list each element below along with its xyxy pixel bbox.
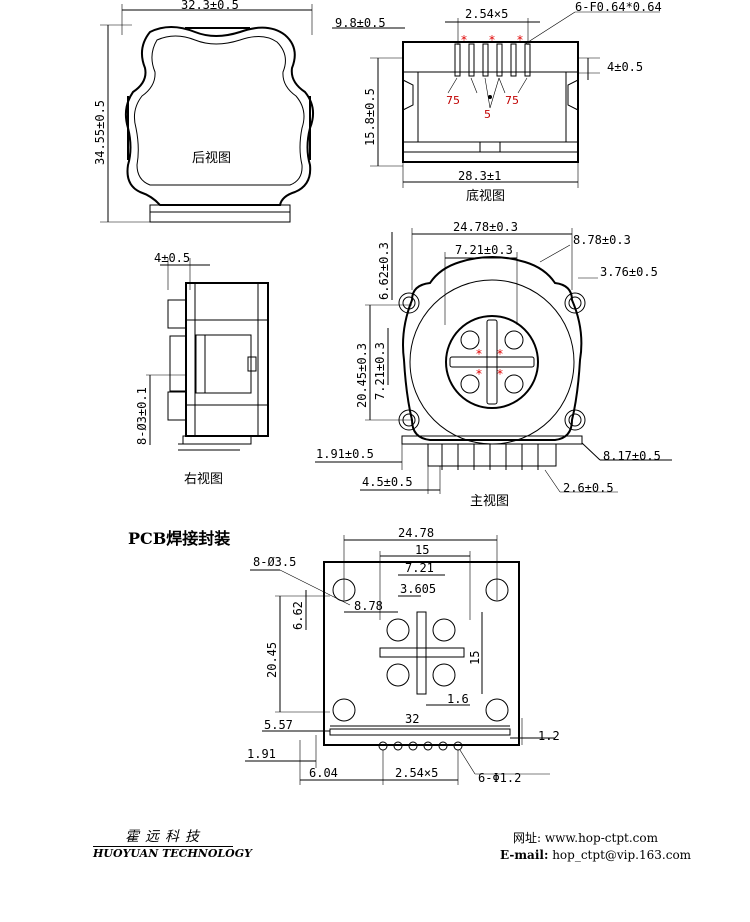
back-view-outline [124,26,315,206]
bottom-283-dim: 28.3±1 [458,169,501,183]
pad [386,663,410,687]
bottom-75a: 75 [446,94,460,107]
bottom-pitch-dim: 2.54×5 [465,7,508,21]
email-label: E-mail: [500,848,549,862]
bottom-5: 5 [484,108,491,121]
front-45-dim: 4.5±0.5 [362,475,413,489]
pcb-footprint: PCB焊接封装 24.78 15 8-Ø3.5 7.21 3.605 8.78 … [128,526,560,785]
front-878-dim: 8.78±0.3 [573,233,631,247]
pcb-662-dim: 6.62 [291,601,305,630]
front-view-label: 主视图 [470,494,509,509]
pcb-32-dim: 32 [405,712,419,726]
svg-text:*: * [489,33,495,47]
pcb-878-dim: 8.78 [354,599,383,613]
pcb-15v-dim: 15 [468,651,482,665]
pin-hole [408,741,418,751]
pad [432,663,456,687]
slot-h [379,647,465,658]
brand-chinese: 霍远科技 [125,829,205,845]
pcb-title: PCB焊接封装 [128,529,230,548]
pcb-12-dim: 1.2 [538,729,560,743]
pcb-557-dim: 5.57 [264,718,293,732]
pcb-16-dim: 1.6 [447,692,469,706]
bottom-view: 9.8±0.5 2.54×5 6-F0.64*0.64 * * * 75 75 … [332,0,662,204]
front-376-dim: 3.76±0.5 [600,265,658,279]
front-26-dim: 2.6±0.5 [563,481,614,495]
terminal-disc [445,315,539,409]
back-height-dim: 34.55±0.5 [93,100,107,165]
svg-text:*: * [476,367,482,381]
pcb-3605-dim: 3.605 [400,582,436,596]
svg-text:*: * [497,347,503,361]
pcb-191-dim: 1.91 [247,747,276,761]
mount-hole [332,698,356,722]
brand-english: HUOYUAN TECHNOLOGY [93,847,253,860]
mount-hole [485,698,509,722]
svg-text:*: * [517,33,523,47]
website-link[interactable]: www.hop-ctpt.com [544,831,658,845]
brand-divider [93,846,233,847]
website-line: 网址: www.hop-ctpt.com [513,829,658,846]
pcb-721-dim: 7.21 [405,561,434,575]
bottom-158-dim: 15.8±0.5 [363,88,377,146]
pcb-604-dim: 6.04 [309,766,338,780]
center-dot [488,95,492,99]
pcb-pins-dim: 6-Φ1.2 [478,771,521,785]
pcb-outline [323,561,520,746]
svg-text:*: * [476,347,482,361]
right-view: 4±0.5 8-Ø3±0.1 右视图 [135,251,269,487]
bottom-4-dim: 4±0.5 [607,60,643,74]
email-line: E-mail: hop_ctpt@vip.163.com [500,848,691,862]
bottom-75b: 75 [505,94,519,107]
website-label: 网址: [513,831,542,845]
pad [386,618,410,642]
pcb-slot-strip [329,728,511,736]
front-191-dim: 1.91±0.5 [316,447,374,461]
pad [432,618,456,642]
right-view-label: 右视图 [184,472,223,487]
right-4-dim: 4±0.5 [154,251,190,265]
bottom-98-dim: 9.8±0.5 [335,16,386,30]
slot-v [416,611,427,695]
right-holes-dim: 8-Ø3±0.1 [135,387,149,445]
pin-hole [438,741,448,751]
back-width-dim: 32.3±0.5 [181,0,239,12]
front-662-dim: 6.62±0.3 [377,242,391,300]
email-link[interactable]: hop_ctpt@vip.163.com [552,848,692,862]
pin-hole [393,741,403,751]
svg-text:*: * [461,33,467,47]
bottom-view-label: 底视图 [466,188,505,204]
front-721-dim: 7.21±0.3 [455,243,513,257]
pcb-2045-dim: 20.45 [265,642,279,678]
back-view-label: 后视图 [192,151,231,166]
front-view: 24.78±0.3 7.21±0.3 8.78±0.3 3.76±0.5 6.6… [315,220,672,509]
mount-hole [332,578,356,602]
pcb-holes-dim: 8-Ø3.5 [253,555,296,569]
front-721v-dim: 7.21±0.3 [373,342,387,400]
pin-hole [423,741,433,751]
front-view-outline [402,256,583,441]
pcb-2478-dim: 24.78 [398,526,434,540]
front-2478-dim: 24.78±0.3 [453,220,518,234]
pcb-pitch-dim: 2.54×5 [395,766,438,780]
bottom-view-body [402,41,579,163]
mount-hole [485,578,509,602]
front-817-dim: 8.17±0.5 [603,449,661,463]
pcb-15-dim: 15 [415,543,429,557]
back-view: 32.3±0.5 34.55±0.5 后视图 [93,0,315,223]
svg-text:*: * [497,367,503,381]
front-2045-dim: 20.45±0.3 [355,343,369,408]
bottom-pins-dim: 6-F0.64*0.64 [575,0,662,14]
